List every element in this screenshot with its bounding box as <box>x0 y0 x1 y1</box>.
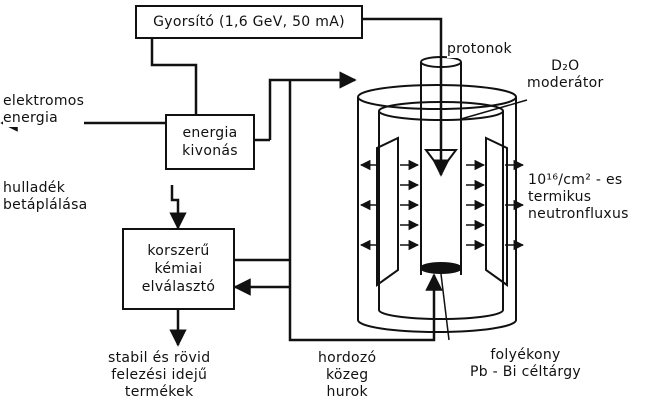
waste-feed-label: hulladék betáplálása <box>3 180 88 215</box>
energy-extraction-line2: kivonás <box>182 143 238 159</box>
carrier-line3: hurok <box>326 384 368 401</box>
accelerator-box: Gyorsító (1,6 GeV, 50 mA) <box>135 5 363 39</box>
blanket-plates <box>376 136 508 287</box>
separator-line2: kémiai <box>154 260 203 277</box>
flux-arrows <box>359 159 525 251</box>
protons-label: protonok <box>447 41 512 59</box>
products-line2: felezési idejű <box>111 367 208 384</box>
electric-energy-line1: elektromos <box>3 93 85 109</box>
loop-top-from-energy <box>268 78 290 140</box>
neutron-flux-label: 10¹⁶/cm² - es termikus neutronfluxus <box>528 172 629 224</box>
carrier-line2: közeg <box>325 367 369 384</box>
products-label: stabil és rövid felezési idejű termékek <box>108 350 211 402</box>
carrier-loop-left <box>288 80 443 342</box>
target-line2: Pb - Bi céltárgy <box>470 364 581 381</box>
electric-energy-label: elektromos energia <box>3 93 85 128</box>
flux-line3: neutronfluxus <box>528 206 629 223</box>
accelerator-to-energy-line <box>150 23 198 114</box>
products-line3: termékek <box>124 384 194 401</box>
target-line1: folyékony <box>490 347 561 363</box>
flux-line1: 10¹⁶/cm² - es <box>528 172 623 188</box>
chemical-separator-box: korszerű kémiai elválasztó <box>122 228 235 310</box>
waste-feed-arrow <box>169 185 187 230</box>
separator-line1: korszerű <box>147 242 210 259</box>
reactor-vessel <box>357 84 517 333</box>
carrier-loop-label: hordozó közeg hurok <box>318 350 377 402</box>
beam-tube <box>420 56 462 275</box>
moderator-line1: D₂O <box>551 58 580 74</box>
energy-extraction-line1: energia <box>182 124 238 141</box>
moderator-label: D₂O moderátor <box>527 58 604 93</box>
leader-lines <box>440 99 528 341</box>
electric-energy-line2: energia <box>3 110 59 127</box>
waste-feed-line2: betáplálása <box>3 197 88 214</box>
separator-line3: elválasztó <box>141 279 216 296</box>
carrier-line1: hordozó <box>318 350 377 366</box>
target-label: folyékony Pb - Bi céltárgy <box>470 347 581 382</box>
proton-beam-line <box>362 17 450 177</box>
flux-line2: termikus <box>528 189 592 206</box>
products-line1: stabil és rövid <box>108 350 211 366</box>
moderator-line2: moderátor <box>527 75 604 92</box>
waste-feed-line1: hulladék <box>3 180 66 196</box>
energy-extraction-box: energia kivonás <box>165 114 255 170</box>
accelerator-label: Gyorsító (1,6 GeV, 50 mA) <box>153 13 345 30</box>
